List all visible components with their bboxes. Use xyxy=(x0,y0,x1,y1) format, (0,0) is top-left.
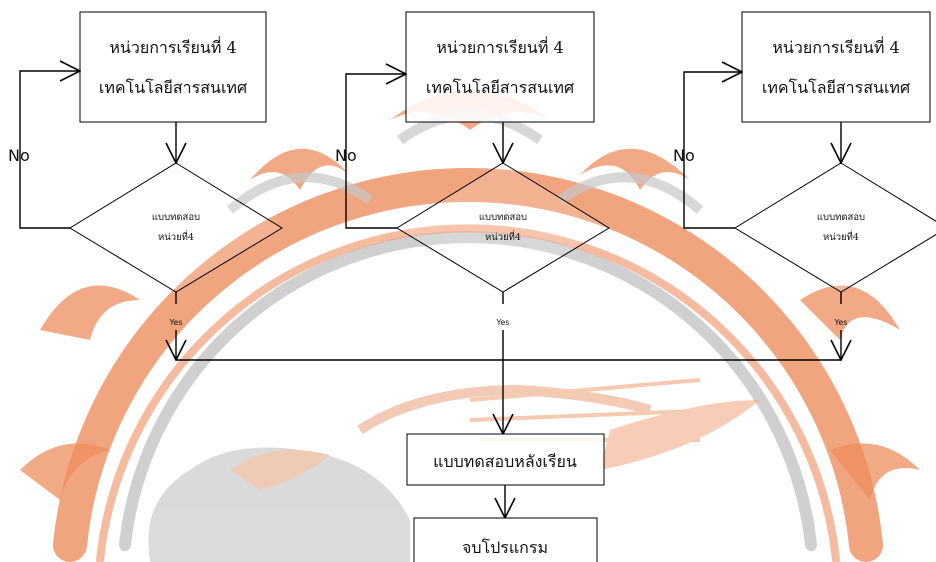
unit-2-title: หน่วยการเรียนที่ 4 xyxy=(436,36,563,57)
post-test-box xyxy=(406,433,605,486)
unit-2-decision xyxy=(396,162,610,293)
unit-1-decision-line2: หน่วยที่4 xyxy=(158,230,194,243)
unit-2-no-loop xyxy=(345,74,406,229)
unit-3-box xyxy=(741,11,931,123)
exit-label: จบโปรแกรม xyxy=(462,538,548,557)
unit-2: หน่วยการเรียนที่ 4 เทคโนโลยีสารสนเทศ แบบ… xyxy=(335,11,610,360)
unit-1-subtitle: เทคโนโลยีสารสนเทศ xyxy=(99,78,247,97)
unit-1-decision xyxy=(69,162,283,293)
unit-1-yes-label: Yes xyxy=(169,318,183,327)
post-test-label: แบบทดสอบหลังเรียน xyxy=(433,452,577,471)
unit-2-box xyxy=(405,11,595,123)
unit-2-no-label: No xyxy=(335,146,357,165)
unit-3-no-label: No xyxy=(673,146,695,165)
unit-1-decision-line1: แบบทดสอบ xyxy=(152,212,200,223)
unit-2-decision-line2: หน่วยที่4 xyxy=(485,230,521,243)
unit-2-subtitle: เทคโนโลยีสารสนเทศ xyxy=(426,78,574,97)
unit-3-decision xyxy=(734,162,936,293)
exit-box xyxy=(413,517,598,562)
unit-2-decision-line1: แบบทดสอบ xyxy=(479,212,527,223)
unit-1-box xyxy=(79,11,267,123)
unit-2-yes-label: Yes xyxy=(496,318,510,327)
unit-3-decision-line2: หน่วยที่4 xyxy=(823,230,859,243)
unit-1: หน่วยการเรียนที่ 4 เทคโนโลยีสารสนเทศ แบบ… xyxy=(8,11,283,360)
unit-3-subtitle: เทคโนโลยีสารสนเทศ xyxy=(762,78,910,97)
unit-3-title: หน่วยการเรียนที่ 4 xyxy=(772,36,899,57)
unit-3-decision-line1: แบบทดสอบ xyxy=(817,212,865,223)
unit-1-no-label: No xyxy=(8,146,30,165)
unit-3: หน่วยการเรียนที่ 4 เทคโนโลยีสารสนเทศ แบบ… xyxy=(673,11,936,360)
unit-3-no-loop xyxy=(683,72,742,229)
unit-3-yes-label: Yes xyxy=(834,318,848,327)
unit-1-title: หน่วยการเรียนที่ 4 xyxy=(109,36,236,57)
unit-1-no-loop xyxy=(19,71,80,229)
